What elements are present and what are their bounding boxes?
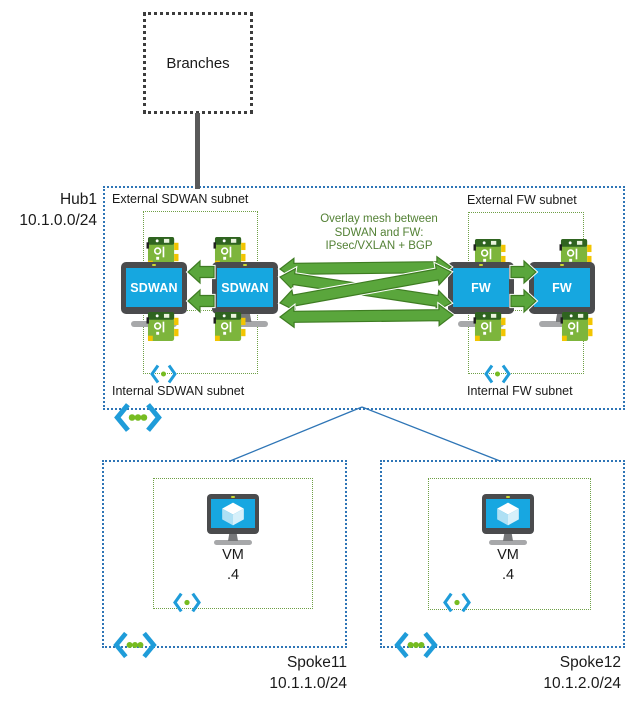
camera-dot-icon: [560, 264, 564, 266]
sdwan-device-1: SDWAN: [121, 262, 187, 327]
monitor-stand: [228, 534, 238, 541]
overlay-mesh-note: Overlay mesh between SDWAN and FW: IPsec…: [299, 213, 459, 254]
overlay-note-line2: SDWAN and FW:: [334, 226, 424, 239]
branches-box: Branches: [143, 12, 253, 114]
monitor-base: [489, 540, 527, 545]
spoke12-vm-icon: [482, 494, 534, 545]
internal-sdwan-subnet-box: [143, 309, 258, 374]
spoke11-label: Spoke11 10.1.1.0/24: [269, 653, 347, 694]
hub-spoke-peering-lines: [229, 406, 501, 462]
spoke-name: Spoke12: [559, 654, 621, 671]
hub-label: Hub1 10.1.0.0/24: [19, 189, 97, 231]
fw-device-2: FW: [529, 262, 595, 327]
device-label: FW: [534, 268, 590, 307]
monitor-stand: [147, 314, 161, 322]
internal-sdwan-subnet-label: Internal SDWAN subnet: [112, 384, 245, 398]
camera-dot-icon: [231, 496, 235, 498]
vm-screen: [211, 499, 255, 528]
spoke-cidr: 10.1.2.0/24: [543, 674, 621, 692]
branches-label: Branches: [166, 54, 230, 72]
vm-screen: [486, 499, 530, 528]
monitor-icon: SDWAN: [212, 262, 278, 314]
spoke12-vnet-box: [380, 460, 625, 648]
device-label: FW: [453, 268, 509, 307]
monitor-icon: FW: [448, 262, 514, 314]
camera-dot-icon: [152, 264, 156, 266]
vm-ip: .4: [501, 567, 515, 583]
hub-name: Hub1: [59, 191, 97, 208]
device-label: SDWAN: [126, 268, 182, 307]
spoke11-vm-label: VM .4: [198, 545, 268, 585]
vm-ip: .4: [226, 567, 240, 583]
external-fw-subnet-label: External FW subnet: [467, 193, 577, 207]
cube-icon: [222, 502, 244, 525]
spoke-cidr: 10.1.1.0/24: [269, 674, 347, 692]
spoke12-subnet-box: [428, 478, 591, 610]
hub-cidr: 10.1.0.0/24: [19, 212, 97, 229]
monitor-stand: [474, 314, 488, 322]
monitor-stand: [238, 314, 252, 322]
device-label: SDWAN: [217, 268, 273, 307]
vm-name: VM: [222, 547, 244, 563]
monitor-icon: SDWAN: [121, 262, 187, 314]
vm-name: VM: [497, 547, 519, 563]
monitor-base: [214, 540, 252, 545]
fw-device-1: FW: [448, 262, 514, 327]
spoke11-vnet-box: [102, 460, 347, 648]
monitor-icon: FW: [529, 262, 595, 314]
spoke12-label: Spoke12 10.1.2.0/24: [543, 653, 621, 694]
monitor-stand: [555, 314, 569, 322]
monitor-stand: [503, 534, 513, 541]
camera-dot-icon: [243, 264, 247, 266]
external-sdwan-subnet-label: External SDWAN subnet: [112, 192, 249, 206]
spoke12-vm-label: VM .4: [473, 545, 543, 585]
spoke-name: Spoke11: [286, 654, 347, 671]
sdwan-device-2: SDWAN: [212, 262, 278, 327]
spoke11-vm-icon: [207, 494, 259, 545]
camera-dot-icon: [506, 496, 510, 498]
camera-dot-icon: [479, 264, 483, 266]
overlay-note-line3: IPsec/VXLAN + BGP: [325, 240, 433, 252]
spoke11-subnet-box: [153, 478, 313, 609]
cube-icon: [497, 502, 519, 525]
overlay-note-line1: Overlay mesh between: [320, 213, 438, 225]
internal-fw-subnet-label: Internal FW subnet: [467, 384, 573, 398]
